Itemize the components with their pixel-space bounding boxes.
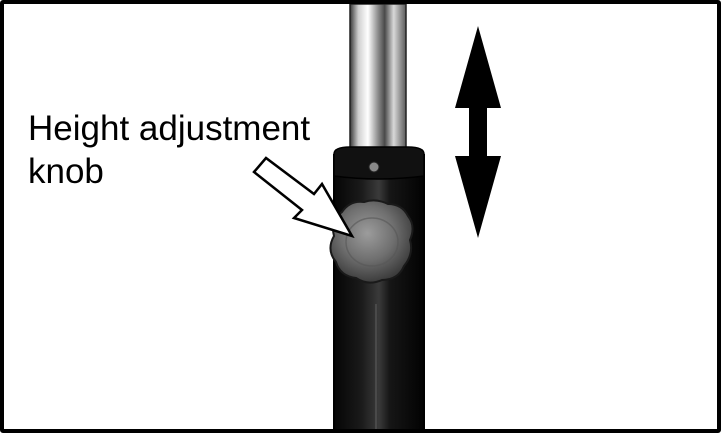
- callout-label: Height adjustment knob: [28, 107, 310, 193]
- up-down-arrow-icon: [455, 26, 501, 238]
- callout-label-line1: Height adjustment: [28, 109, 311, 148]
- height-adjustment-knob: [329, 199, 414, 284]
- set-screw-icon: [368, 161, 380, 173]
- pole-illustration: [252, 4, 501, 429]
- chrome-pole: [349, 4, 407, 155]
- callout-arrow-icon: [252, 156, 355, 239]
- tube-collar: [333, 146, 425, 180]
- black-tube: [333, 154, 425, 429]
- callout-label-line2: knob: [28, 152, 104, 191]
